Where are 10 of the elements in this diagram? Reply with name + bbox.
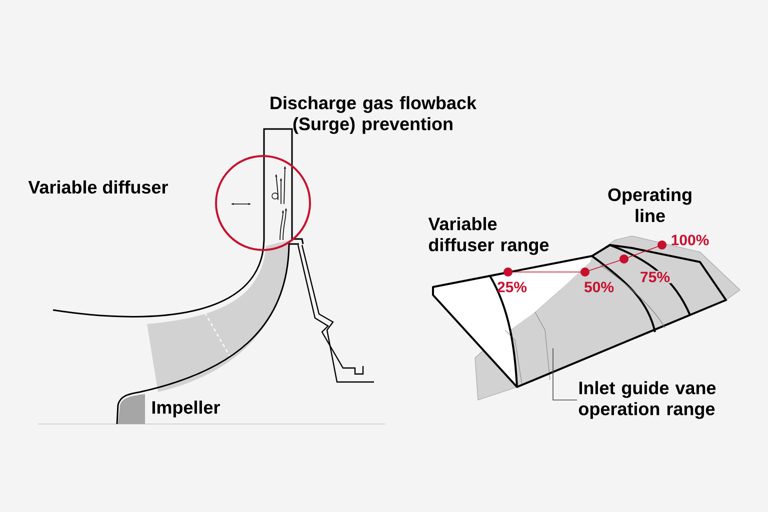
percent-label: 75% xyxy=(639,270,672,284)
text-label: Variable diffuser range xyxy=(428,217,549,255)
text-label: Impeller xyxy=(152,400,220,418)
text-label: Discharge gas flowback (Surge) prevention xyxy=(270,96,477,134)
percent-label: 100% xyxy=(672,234,709,246)
text-label: Inlet guide vane operation range xyxy=(578,381,716,419)
percent-label: 25% xyxy=(498,282,527,292)
text-label: Variable diffuser xyxy=(28,180,168,194)
leader-line xyxy=(552,348,578,400)
percent-label: 50% xyxy=(584,282,614,292)
